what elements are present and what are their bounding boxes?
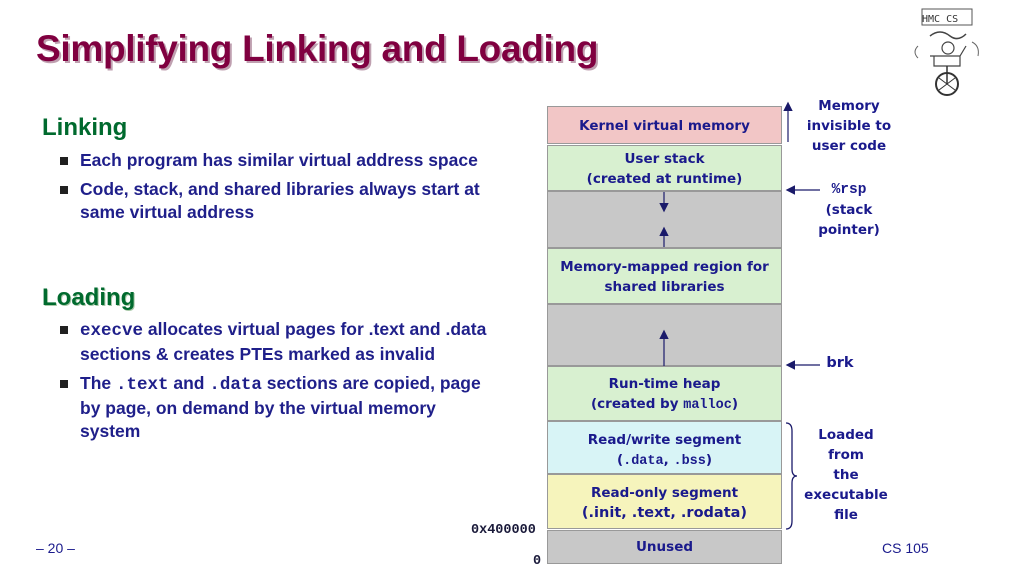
loading-heading: Loading: [42, 284, 136, 311]
loading-bullet-1-text: allocates virtual pages for .text and .d…: [80, 319, 487, 364]
execve-code: execve: [80, 321, 144, 341]
loaded-line-5: file: [834, 507, 858, 523]
loading-bullet-2-mid: and: [168, 373, 210, 393]
rsp-note: %rsp (stack pointer): [805, 180, 893, 240]
mem-note-line-1: Memory: [818, 98, 880, 114]
logo-text: HMC CS: [922, 14, 958, 25]
mem-note-line-3: user code: [811, 138, 887, 154]
course-label: CS 105: [882, 540, 929, 556]
heap-label-2-end: ): [731, 396, 738, 412]
read-only-segment-region: Read-only segment (.init, .text, .rodata…: [547, 474, 782, 529]
mmap-label-1: Memory-mapped region for: [560, 259, 769, 275]
rsp-note-line-2: pointer): [818, 222, 880, 238]
brk-note: brk: [826, 355, 854, 371]
loading-bullet-2-post: sections are copied, page by page, on de…: [80, 373, 481, 441]
rw-close: ): [705, 452, 713, 468]
heap-gap-region: [547, 304, 782, 366]
loading-bullets: execve allocates virtual pages for .text…: [60, 318, 500, 449]
shared-libraries-region: Memory-mapped region for shared librarie…: [547, 248, 782, 304]
loading-bullet-2: The .text and .data sections are copied,…: [60, 372, 500, 443]
rw-label-2: (.data, .bss): [548, 450, 781, 472]
page-number: – 20 –: [36, 540, 75, 556]
address-0x400000: 0x400000: [471, 523, 536, 538]
unused-region: Unused: [547, 530, 782, 564]
unused-label: Unused: [635, 539, 694, 555]
rw-data-code: .data: [623, 454, 664, 469]
kernel-label: Kernel virtual memory: [579, 118, 750, 134]
rsp-note-line-1: (stack: [825, 202, 873, 218]
memory-invisible-note: Memory invisible to user code: [800, 96, 898, 156]
mmap-label-2: shared libraries: [604, 279, 725, 295]
read-write-segment-region: Read/write segment (.data, .bss): [547, 421, 782, 474]
loaded-line-3: the: [833, 467, 859, 483]
hmc-cs-logo: HMC CS: [914, 8, 979, 96]
linking-bullet-1: Each program has similar virtual address…: [60, 149, 500, 172]
ro-label-2: (.init, .text, .rodata): [581, 505, 748, 521]
rw-sep: ,: [663, 452, 674, 468]
mem-note-line-2: invisible to: [806, 118, 892, 134]
rw-bss-code: .bss: [673, 454, 706, 469]
rw-open: (: [616, 452, 624, 468]
linking-bullets: Each program has similar virtual address…: [60, 149, 500, 230]
kernel-virtual-memory-region: Kernel virtual memory: [547, 106, 782, 144]
rsp-code: %rsp: [831, 182, 867, 198]
heap-label-2-text: (created by: [590, 396, 684, 412]
stack-label-2: (created at runtime): [586, 171, 743, 187]
stack-gap-region: [547, 191, 782, 248]
heap-label-2: (created by malloc): [548, 394, 781, 416]
malloc-code: malloc: [683, 398, 732, 413]
user-stack-region: User stack (created at runtime): [547, 145, 782, 191]
loaded-line-1: Loaded: [818, 427, 874, 443]
slide-title: Simplifying Linking and Loading: [36, 28, 599, 69]
rw-label-1: Read/write segment: [587, 432, 742, 448]
loading-bullet-2-pre: The: [80, 373, 116, 393]
text-section-code: .text: [115, 375, 169, 395]
linking-heading: Linking: [42, 114, 128, 141]
run-time-heap-region: Run-time heap (created by malloc): [547, 366, 782, 421]
address-zero: 0: [533, 554, 542, 569]
ro-label-1: Read-only segment: [590, 485, 739, 501]
loaded-line-4: executable: [804, 487, 888, 503]
linking-bullet-2: Code, stack, and shared libraries always…: [60, 178, 500, 224]
stack-label-1: User stack: [624, 151, 705, 167]
loading-bullet-1: execve allocates virtual pages for .text…: [60, 318, 500, 366]
heap-label-1: Run-time heap: [608, 376, 721, 392]
loaded-line-2: from: [828, 447, 864, 463]
data-section-code: .data: [209, 375, 262, 395]
loaded-from-file-note: Loaded from the executable file: [796, 425, 896, 525]
